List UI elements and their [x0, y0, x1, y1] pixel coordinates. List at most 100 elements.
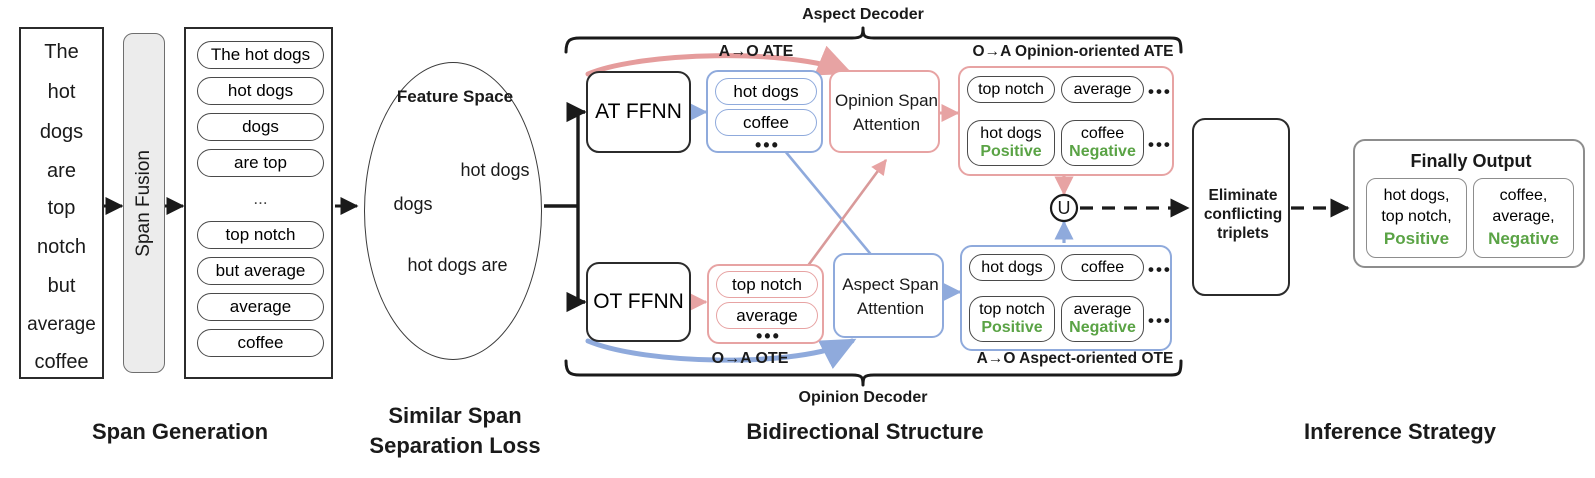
edge-label-a-to-o-ate: A→O ATE [718, 42, 794, 60]
ate-results-group: top notch average ••• hot dogs Positive … [958, 66, 1174, 176]
ot-ffnn-box[interactable]: OT FFNN [586, 262, 691, 342]
ot-candidates-ellipsis: ••• [756, 326, 781, 346]
sentence-token: dogs [39, 121, 84, 143]
ot-candidate-pill[interactable]: top notch [716, 271, 818, 298]
caption-span-generation: Span Generation [91, 419, 269, 445]
span-pill: The hot dogs [197, 41, 324, 69]
span-pill: coffee [197, 329, 324, 357]
ot-ffnn-label: OT FFNN [593, 290, 684, 313]
ate-bottom-pill[interactable]: hot dogs Positive [967, 120, 1055, 166]
ote-bottom-label: top notch [979, 301, 1045, 318]
at-candidates-ellipsis: ••• [755, 135, 780, 155]
final-output-sentiment: Negative [1488, 229, 1559, 248]
final-output-line1: coffee, [1499, 187, 1548, 204]
finally-output-title: Finally Output [1410, 150, 1532, 171]
ate-sentiment-label: Negative [1069, 143, 1136, 160]
span-pill-label: but average [215, 261, 306, 280]
spans-ellipsis: ... [253, 189, 268, 209]
arrow-to-at-ffnn [566, 101, 587, 206]
ote-top-pill[interactable]: coffee [1061, 254, 1144, 281]
eliminate-line2: conflicting [1203, 206, 1283, 224]
ote-bottom-label: average [1073, 301, 1132, 318]
at-ffnn-box[interactable]: AT FFNN [586, 71, 691, 153]
span-pill: are top [197, 149, 324, 177]
ote-bottom-ellipsis: ••• [1148, 311, 1172, 330]
final-output-pill[interactable]: coffee, average, Negative [1473, 178, 1574, 258]
sentence-token: are [47, 160, 76, 182]
aspect-span-attention-line2: Attention [856, 299, 925, 319]
union-symbol: U [1057, 197, 1071, 218]
ot-candidate-pill[interactable]: average [716, 302, 818, 329]
ote-bottom-pill[interactable]: average Negative [1061, 296, 1144, 342]
sentence-token: coffee [34, 351, 89, 373]
ate-bottom-ellipsis: ••• [1148, 135, 1172, 154]
ate-bottom-label: hot dogs [980, 125, 1042, 142]
span-pill: but average [197, 257, 324, 285]
final-output-pill[interactable]: hot dogs, top notch, Positive [1366, 178, 1467, 258]
ote-results-group: hot dogs coffee ••• top notch Positive a… [960, 245, 1172, 351]
at-candidate-pill[interactable]: hot dogs [715, 78, 817, 105]
spans-box: The hot dogs hot dogs dogs are top ... t… [184, 27, 333, 379]
ote-top-ellipsis: ••• [1148, 260, 1172, 279]
ate-top-label: average [1073, 80, 1132, 98]
span-pill: top notch [197, 221, 324, 249]
ote-sentiment-label: Positive [981, 319, 1043, 336]
ate-top-label: top notch [978, 80, 1044, 98]
ate-bottom-pill[interactable]: coffee Negative [1061, 120, 1144, 166]
at-candidate-label: hot dogs [733, 81, 799, 101]
opinion-decoder-label: Opinion Decoder [798, 388, 928, 406]
feature-point-label-dogs: dogs [393, 193, 433, 214]
ot-candidate-label: top notch [732, 274, 802, 294]
span-fusion-label: Span Fusion [133, 149, 154, 257]
span-pill-label: average [229, 297, 292, 316]
ate-top-pill[interactable]: top notch [967, 76, 1055, 103]
aspect-span-attention-line1: Aspect Span [842, 275, 939, 295]
ate-top-ellipsis: ••• [1148, 82, 1172, 101]
sentence-token: but [47, 275, 76, 297]
sentence-token: top [47, 197, 76, 219]
sentence-token: average [27, 314, 96, 335]
eliminate-line1: Eliminate [1208, 187, 1278, 205]
span-pill-label: coffee [237, 333, 284, 352]
sentence-token: The [44, 41, 79, 63]
ate-bottom-label: coffee [1080, 125, 1125, 142]
opinion-span-attention-line2: Attention [852, 115, 921, 135]
feature-point-label-hot-dogs-are: hot dogs are [407, 254, 508, 275]
finally-output-group: Finally Output hot dogs, top notch, Posi… [1353, 139, 1585, 268]
at-ffnn-label: AT FFNN [595, 100, 682, 123]
at-candidate-pill[interactable]: coffee [715, 109, 817, 136]
ote-top-pill[interactable]: hot dogs [969, 254, 1055, 281]
opinion-span-attention-box[interactable]: Opinion Span Attention [829, 70, 940, 153]
caption-inference-strategy: Inference Strategy [1304, 419, 1496, 445]
feature-space-ellipse [364, 62, 542, 360]
feature-point-label-hot-dogs: hot dogs [460, 159, 530, 180]
span-fusion-block: Span Fusion [123, 33, 165, 373]
span-pill-label: top notch [225, 225, 296, 244]
ote-top-label: hot dogs [981, 258, 1043, 276]
span-pill-label: are top [234, 153, 287, 172]
ot-candidates-group: top notch average ••• [707, 264, 824, 346]
caption-similar-span-separation-loss-line1: Similar Span [388, 403, 522, 429]
arrow-to-ot-ffnn [566, 206, 587, 313]
eliminate-line3: triplets [1217, 225, 1269, 243]
at-candidates-group: hot dogs coffee ••• [706, 70, 823, 155]
ote-top-label: coffee [1080, 258, 1125, 276]
edge-label-o-to-a-ote: O→A OTE [711, 349, 789, 367]
final-output-line2: average, [1492, 208, 1555, 225]
ate-top-pill[interactable]: average [1061, 76, 1144, 103]
feature-space-title: Feature Space [396, 87, 514, 107]
span-pill-label: dogs [242, 117, 279, 136]
span-pill: average [197, 293, 324, 321]
final-output-sentiment: Positive [1383, 229, 1450, 248]
aspect-span-attention-box[interactable]: Aspect Span Attention [833, 253, 944, 338]
sentence-box: The hot dogs are top notch but average c… [19, 27, 104, 379]
caption-similar-span-separation-loss-line2: Separation Loss [369, 433, 541, 459]
sentence-token: hot [47, 81, 76, 103]
at-candidate-label: coffee [742, 112, 789, 132]
aspect-decoder-label: Aspect Decoder [802, 5, 924, 23]
eliminate-conflicting-triplets-box[interactable]: Eliminate conflicting triplets [1192, 118, 1290, 296]
span-pill: dogs [197, 113, 324, 141]
final-output-line1: hot dogs, [1383, 187, 1450, 204]
ate-sentiment-label: Positive [980, 143, 1042, 160]
ote-bottom-pill[interactable]: top notch Positive [969, 296, 1055, 342]
